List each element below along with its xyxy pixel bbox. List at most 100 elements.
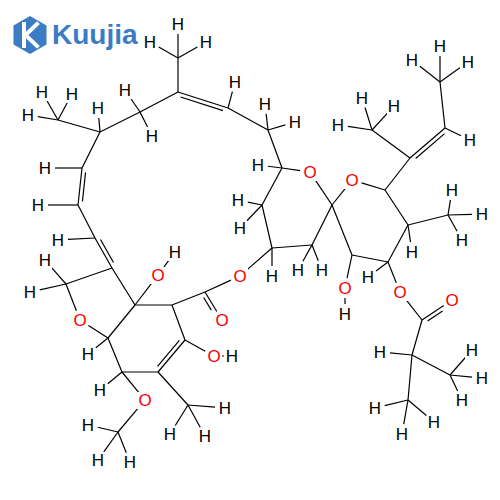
bond-line xyxy=(98,427,118,432)
atom-label: H xyxy=(123,454,137,471)
bond-line xyxy=(58,103,67,120)
bond-line xyxy=(282,168,300,171)
atom-label: H xyxy=(455,232,469,249)
bond-line xyxy=(158,340,185,372)
atom-label: H xyxy=(23,284,37,301)
bond-line xyxy=(262,205,272,248)
atom-label: H xyxy=(163,426,177,443)
bond-line xyxy=(362,183,385,190)
atom-label: H xyxy=(51,232,65,249)
bond-line xyxy=(312,245,318,261)
bond-line xyxy=(385,400,408,406)
bond-line xyxy=(108,372,122,384)
bond-line xyxy=(448,215,457,231)
bond-line xyxy=(303,245,312,261)
bond-line xyxy=(348,126,372,130)
atom-label: H xyxy=(171,16,185,33)
atom-label: H xyxy=(331,117,345,134)
atom-label: H xyxy=(361,269,375,286)
atom-label: H xyxy=(21,107,35,124)
atom-label: H xyxy=(315,262,329,279)
logo-mark xyxy=(24,24,37,46)
bond-line xyxy=(66,268,112,284)
bond-line xyxy=(416,134,445,159)
atom-label: O xyxy=(137,392,152,409)
bond-line xyxy=(406,300,422,320)
bond-line xyxy=(159,47,178,58)
bond-line xyxy=(408,355,412,400)
bond-line xyxy=(104,432,118,452)
bond-line xyxy=(172,305,185,340)
bond-line xyxy=(420,66,440,82)
atom-label: H xyxy=(81,417,95,434)
atom-label: H xyxy=(145,128,159,145)
atom-label: H xyxy=(258,96,272,113)
bond-line xyxy=(385,158,410,190)
atom-label: H xyxy=(233,220,247,237)
bond-line xyxy=(404,400,408,424)
atom-label: H xyxy=(38,160,52,177)
atom-label: H xyxy=(38,252,52,269)
atom-label: O xyxy=(444,292,459,309)
bond-line xyxy=(266,114,268,130)
brand-name: Kuujia xyxy=(52,20,138,50)
atom-label: O xyxy=(302,164,317,181)
bond-line xyxy=(372,113,387,130)
bond-line xyxy=(52,268,66,284)
bond-line xyxy=(222,355,224,356)
bond-line xyxy=(181,97,223,111)
bond-line xyxy=(204,297,212,310)
atom-label: H xyxy=(475,370,489,387)
bond-line xyxy=(108,305,135,338)
bond-line xyxy=(448,214,472,216)
bond-line xyxy=(376,262,388,271)
atom-label: H xyxy=(91,100,105,117)
atom-label: H xyxy=(288,114,302,131)
bond-line xyxy=(172,292,205,305)
bond-line xyxy=(82,132,100,168)
bond-line xyxy=(271,248,272,266)
atom-label: H xyxy=(445,182,459,199)
atom-label: H xyxy=(355,90,369,107)
atom-label: H xyxy=(31,197,45,214)
atom-label: H xyxy=(225,348,239,365)
bond-line xyxy=(178,92,228,108)
bond-line xyxy=(82,172,85,201)
atom-label: O xyxy=(392,284,407,301)
bond-line xyxy=(450,375,472,377)
bond-line xyxy=(440,82,445,128)
bond-line xyxy=(248,202,262,205)
bond-line xyxy=(140,112,148,127)
bond-line xyxy=(347,255,352,278)
bond-line xyxy=(332,205,352,255)
bond-line xyxy=(66,284,76,311)
bond-line xyxy=(99,118,100,132)
atom-label: H xyxy=(228,74,242,91)
bond-line xyxy=(188,405,200,427)
bond-line xyxy=(177,34,178,58)
bond-line xyxy=(372,130,410,158)
atom-label: O xyxy=(214,312,229,329)
bond-line xyxy=(428,311,443,321)
bond-line xyxy=(48,204,78,205)
atom-label: O xyxy=(337,280,352,297)
bond-line xyxy=(100,240,113,263)
bond-line xyxy=(112,268,135,305)
bond-line xyxy=(40,284,66,290)
bond-line xyxy=(332,188,346,205)
bond-line xyxy=(272,245,312,248)
atom-label: H xyxy=(433,38,447,55)
bond-line xyxy=(122,371,158,372)
atom-label: H xyxy=(465,342,479,359)
bond-line xyxy=(95,238,112,268)
bond-line xyxy=(140,92,178,112)
bond-line xyxy=(268,166,282,168)
bond-line xyxy=(108,338,122,372)
bond-line xyxy=(96,338,108,348)
bond-line xyxy=(135,304,172,305)
bond-line xyxy=(38,117,58,120)
atom-label: O xyxy=(150,267,165,284)
bond-line xyxy=(262,168,282,205)
atom-label: H xyxy=(231,192,245,209)
